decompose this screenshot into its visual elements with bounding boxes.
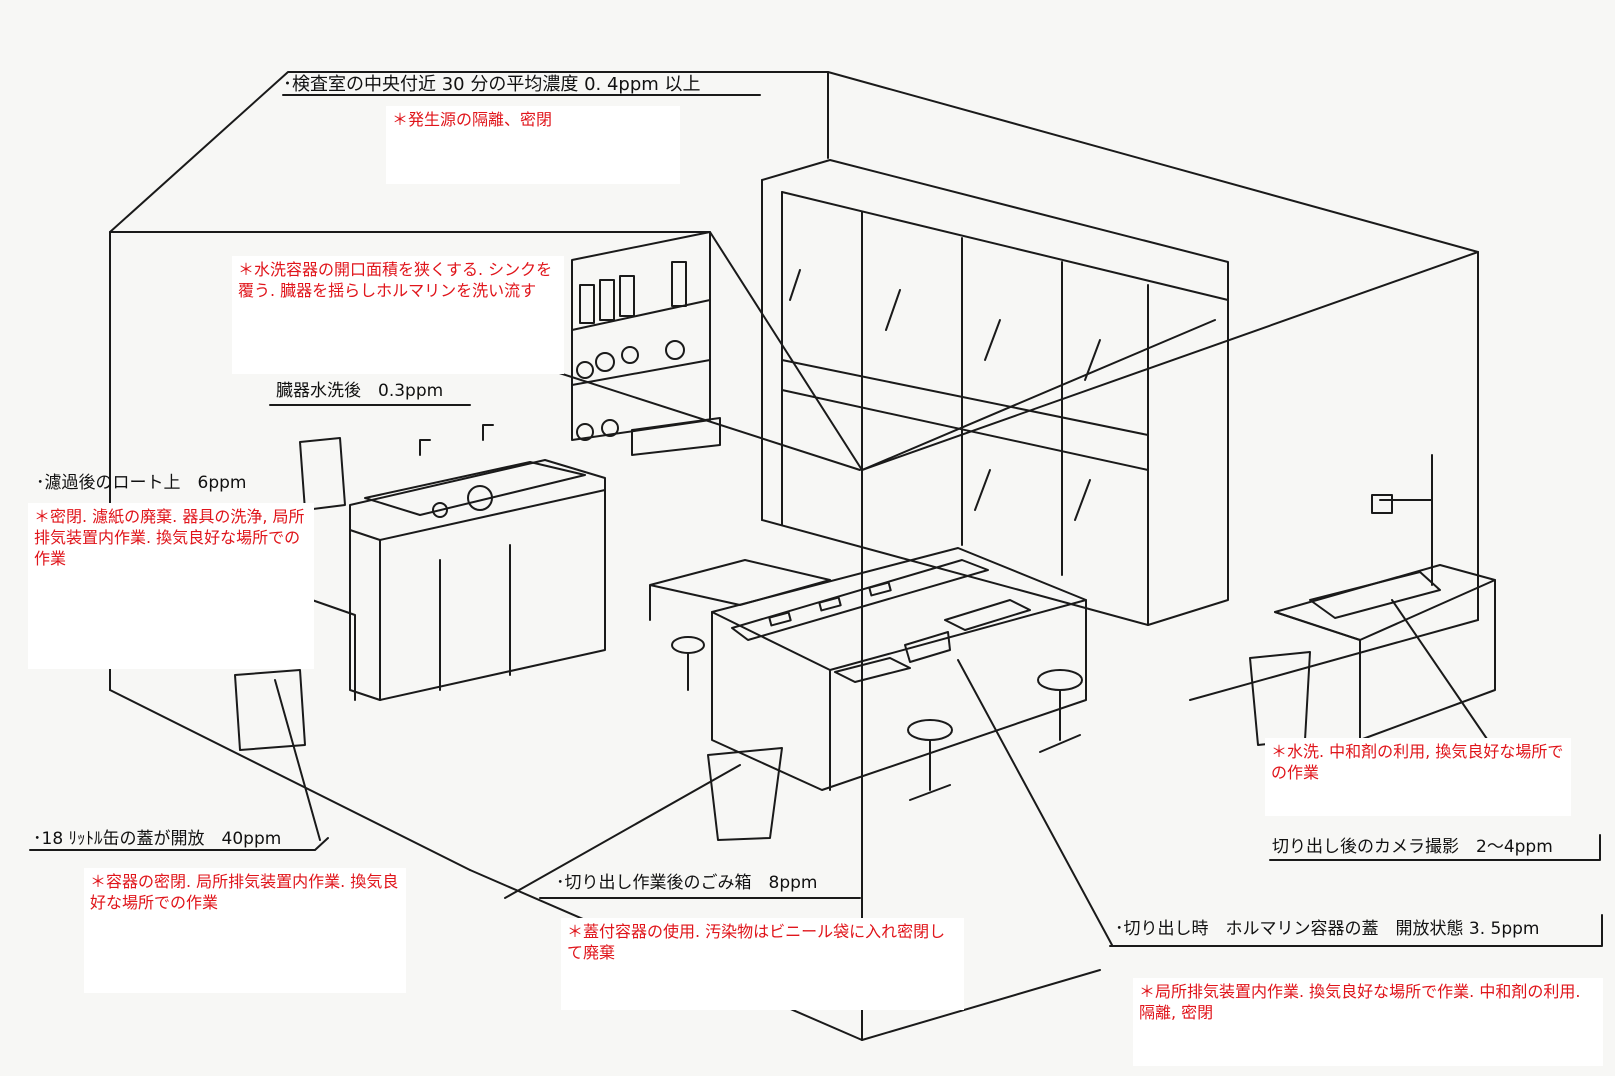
leader-can [274,679,321,841]
trash-bin-right [1249,651,1311,746]
note-funnel-measures: ＊密閉. 濾紙の廃棄. 器具の洗浄, 局所排気装置内作業. 換気良好な場所での作… [28,503,314,669]
room-floor-right [1189,619,1479,701]
room-floor-left [109,689,471,871]
label-underline-camera [1269,834,1601,861]
trash-bin-center [707,747,783,841]
leader-center-2 [861,319,1216,471]
leader-center-1 [549,369,861,471]
label-organ-wash: 臓器水洗後 0.3ppm [276,381,444,401]
label-trash: ･切り出し作業後のごみ箱 8ppm [556,873,818,893]
note-trash-measures: ＊蓋付容器の使用. 汚染物はビニール袋に入れ密閉して廃棄 [561,918,964,1010]
room-back-wall-top [109,71,1479,253]
label-can-lid: ･18 ﾘｯﾄﾙ缶の蓋が開放 40ppm [33,829,282,849]
label-funnel: ･濾過後のロート上 6ppm [36,473,247,493]
note-camera-measures: ＊水洗. 中和剤の利用, 換気良好な場所での作業 [1265,738,1571,816]
side-table [311,599,356,701]
glass-cabinet [761,159,1229,626]
leader-trash [504,764,741,899]
18l-can [234,437,346,751]
sink-counter [349,424,606,701]
note-wash-container: ＊水洗容器の開口面積を狭くする. シンクを覆う. 臓器を揺らしホルマリンを洗い流… [232,256,564,374]
camera-station [1274,454,1496,741]
note-source-isolation: ＊発生源の隔離、密閉 [386,106,680,184]
label-cutting: ･切り出し時 ホルマリン容器の蓋 開放状態 3. 5ppm [1115,919,1540,939]
back-desk [649,559,831,621]
shelf-unit [571,231,721,456]
stool-2 [1037,669,1083,753]
leader-cutting-1 [957,659,1113,946]
stool-1 [907,719,953,801]
label-room-center: ･検査室の中央付近 30 分の平均濃度 0. 4ppm 以上 [283,74,701,95]
room-front-top-right [861,251,1479,471]
cutting-table [711,547,1087,791]
stool-3 [671,636,705,691]
label-camera: 切り出し後のカメラ撮影 2～4ppm [1272,837,1553,857]
room-front-floor-right [861,969,1101,1041]
note-cutting-measures: ＊局所排気装置内作業. 換気良好な場所で作業. 中和剤の利用. 隔離, 密閉 [1133,978,1603,1066]
label-underline-cutting [1109,914,1603,947]
leader-camera [1391,599,1501,759]
label-underline-can [29,837,329,851]
note-can-measures: ＊容器の密閉. 局所排気装置内作業. 換気良好な場所での作業 [84,868,406,993]
